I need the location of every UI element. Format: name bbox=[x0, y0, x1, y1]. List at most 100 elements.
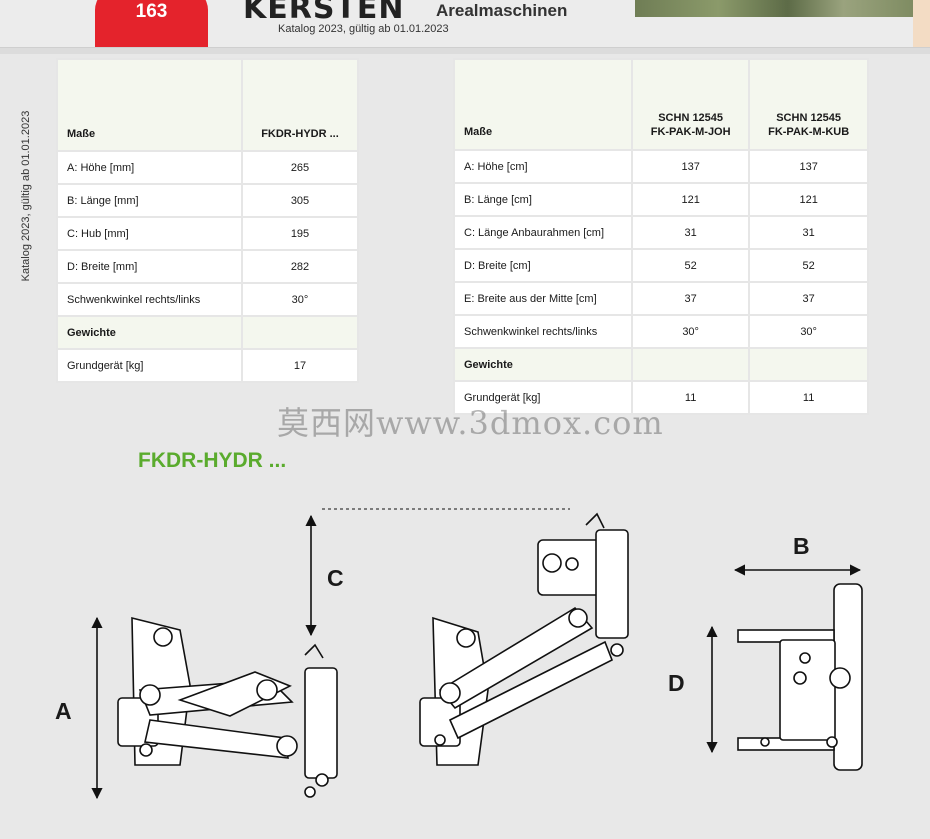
watermark: 莫西网www.3dmox.com bbox=[277, 404, 664, 442]
row-label: B: Länge [mm] bbox=[56, 183, 243, 218]
lower-arm bbox=[448, 640, 614, 740]
page-number-tab: 163 bbox=[95, 0, 208, 47]
category-title: Arealmaschinen bbox=[436, 1, 568, 20]
row-value: 195 bbox=[241, 216, 359, 251]
dim-label-a: A bbox=[55, 698, 72, 724]
model-line2: FK-PAK-M-JOH bbox=[650, 126, 731, 138]
row-label: A: Höhe [cm] bbox=[453, 149, 633, 184]
group-spacer bbox=[748, 347, 869, 382]
row-value: 137 bbox=[748, 149, 869, 184]
pivot bbox=[139, 684, 161, 706]
table-row: D: Breite [mm] 282 bbox=[56, 249, 359, 284]
table-row: B: Länge [cm] 121 121 bbox=[453, 182, 869, 217]
row-value: 121 bbox=[748, 182, 869, 217]
table-row: Grundgerät [kg] 17 bbox=[56, 348, 359, 383]
table-row: Schwenkwinkel rechts/links 30° 30° bbox=[453, 314, 869, 349]
pivot bbox=[610, 643, 624, 657]
model-line2: FK-PAK-M-KUB bbox=[768, 126, 850, 138]
header-photo bbox=[635, 0, 913, 17]
center-block bbox=[779, 639, 836, 741]
row-value: 17 bbox=[241, 348, 359, 383]
row-value: 30° bbox=[630, 314, 751, 349]
pivot bbox=[568, 608, 588, 628]
bolt bbox=[799, 652, 811, 664]
row-label: C: Länge Anbaurahmen [cm] bbox=[453, 215, 633, 250]
bolt bbox=[793, 671, 807, 685]
col-header-model-kub: SCHN 12545 FK-PAK-M-KUB bbox=[748, 58, 869, 151]
row-value: 31 bbox=[748, 215, 869, 250]
catalog-valid-note: Katalog 2023, gültig ab 01.01.2023 bbox=[278, 23, 449, 35]
group-spacer bbox=[630, 347, 751, 382]
header-rule bbox=[0, 47, 930, 54]
row-value: 52 bbox=[748, 248, 869, 283]
bolt bbox=[153, 627, 173, 647]
spec-table-fkdr: Maße FKDR-HYDR ... A: Höhe [mm] 265 B: L… bbox=[56, 58, 359, 383]
group-label: Gewichte bbox=[453, 347, 633, 382]
pivot bbox=[276, 735, 298, 757]
pin bbox=[585, 512, 605, 529]
row-value: 137 bbox=[630, 149, 751, 184]
table-group-row: Gewichte bbox=[56, 315, 359, 350]
pivot bbox=[542, 553, 562, 573]
table-header-row: Maße FKDR-HYDR ... bbox=[56, 58, 359, 152]
pivot bbox=[439, 682, 461, 704]
bolt bbox=[456, 628, 476, 648]
pivot bbox=[256, 679, 278, 701]
technical-drawing bbox=[91, 508, 863, 800]
table-row: Grundgerät [kg] 11 11 bbox=[453, 380, 869, 415]
table-row: A: Höhe [mm] 265 bbox=[56, 150, 359, 185]
row-label: B: Länge [cm] bbox=[453, 182, 633, 217]
table-row: Schwenkwinkel rechts/links 30° bbox=[56, 282, 359, 317]
row-label: Grundgerät [kg] bbox=[453, 380, 633, 415]
row-value: 52 bbox=[630, 248, 751, 283]
row-value: 11 bbox=[630, 380, 751, 415]
device-lowered-view bbox=[117, 616, 338, 798]
spec-table-schn: Maße SCHN 12545 FK-PAK-M-JOH SCHN 12545 … bbox=[453, 58, 869, 415]
bolt bbox=[829, 667, 851, 689]
rotator-housing bbox=[304, 667, 338, 779]
brand-logo: KERSTEN bbox=[243, 0, 405, 26]
row-value: 121 bbox=[630, 182, 751, 217]
model-line1: SCHN 12545 bbox=[776, 112, 842, 124]
header-edge-strip bbox=[913, 0, 930, 47]
table-header-row: Maße SCHN 12545 FK-PAK-M-JOH SCHN 12545 … bbox=[453, 58, 869, 151]
dim-label-c: C bbox=[327, 565, 344, 591]
row-label: A: Höhe [mm] bbox=[56, 150, 243, 185]
pivot bbox=[139, 743, 153, 757]
pivot bbox=[434, 734, 446, 746]
col-header-masse: Maße bbox=[453, 58, 633, 151]
row-value: 282 bbox=[241, 249, 359, 284]
device-top-view bbox=[737, 583, 863, 771]
drawing-title: FKDR-HYDR ... bbox=[138, 449, 287, 472]
table-row: C: Hub [mm] 195 bbox=[56, 216, 359, 251]
row-value: 11 bbox=[748, 380, 869, 415]
pin bbox=[304, 643, 324, 659]
table-row: B: Länge [mm] 305 bbox=[56, 183, 359, 218]
col-header-model: FKDR-HYDR ... bbox=[241, 58, 359, 152]
bolt bbox=[760, 737, 770, 747]
row-value: 30° bbox=[241, 282, 359, 317]
table-row: D: Breite [cm] 52 52 bbox=[453, 248, 869, 283]
row-label: Schwenkwinkel rechts/links bbox=[56, 282, 243, 317]
col-header-model-joh: SCHN 12545 FK-PAK-M-JOH bbox=[630, 58, 751, 151]
row-value: 31 bbox=[630, 215, 751, 250]
row-value: 305 bbox=[241, 183, 359, 218]
rotator-housing bbox=[595, 529, 629, 639]
lower-arm bbox=[144, 719, 289, 759]
row-value: 37 bbox=[630, 281, 751, 316]
side-catalog-note: Katalog 2023, gültig ab 01.01.2023 bbox=[20, 110, 32, 282]
pivot bbox=[315, 773, 329, 787]
pivot bbox=[304, 786, 316, 798]
pivot bbox=[565, 557, 579, 571]
group-spacer bbox=[241, 315, 359, 350]
table-row: A: Höhe [cm] 137 137 bbox=[453, 149, 869, 184]
row-label: C: Hub [mm] bbox=[56, 216, 243, 251]
dim-label-b: B bbox=[793, 533, 810, 559]
device-raised-view bbox=[419, 512, 629, 766]
page-header: 163 KERSTEN Arealmaschinen Katalog 2023,… bbox=[0, 0, 930, 47]
row-label: D: Breite [cm] bbox=[453, 248, 633, 283]
row-value: 265 bbox=[241, 150, 359, 185]
row-value: 37 bbox=[748, 281, 869, 316]
table-group-row: Gewichte bbox=[453, 347, 869, 382]
dim-label-d: D bbox=[668, 670, 685, 696]
